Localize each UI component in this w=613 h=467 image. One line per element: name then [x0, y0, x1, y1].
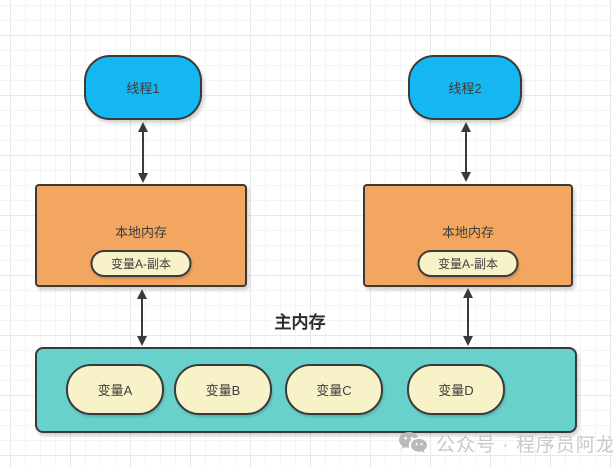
thread1-node: 线程1: [84, 55, 202, 120]
local-memory2-box: 本地内存 变量A-副本: [363, 184, 573, 287]
local-memory1-box: 本地内存 变量A-副本: [35, 184, 247, 287]
arrowhead-down-icon: [138, 173, 148, 183]
arrowhead-up-icon: [137, 289, 147, 299]
arrow-local2-main: [462, 288, 474, 346]
local-memory2-variable-copy: 变量A-副本: [417, 250, 519, 277]
watermark-text: 公众号 · 程序员阿龙: [436, 435, 613, 456]
arrowhead-down-icon: [461, 172, 471, 182]
variable-d-pill: 变量D: [407, 364, 505, 415]
arrowhead-up-icon: [461, 122, 471, 132]
variable-a-pill: 变量A: [66, 364, 164, 415]
variable-b-pill: 变量B: [174, 364, 272, 415]
arrow-local1-main: [136, 289, 148, 346]
arrow-thread1-local1: [137, 122, 149, 183]
thread2-label: 线程2: [448, 81, 482, 96]
main-memory-box: 变量A 变量B 变量C 变量D: [35, 347, 577, 433]
local-memory1-label: 本地内存: [114, 225, 167, 240]
wechat-icon: [398, 431, 428, 457]
local-memory2-label: 本地内存: [441, 225, 494, 240]
watermark: 公众号 · 程序员阿龙: [398, 430, 613, 457]
arrowhead-up-icon: [463, 288, 473, 298]
arrowhead-up-icon: [138, 122, 148, 132]
arrowhead-down-icon: [137, 336, 147, 346]
thread1-label: 线程1: [126, 81, 160, 96]
arrow-thread2-local2: [460, 122, 472, 182]
thread2-node: 线程2: [408, 55, 522, 120]
arrowhead-down-icon: [463, 336, 473, 346]
variable-c-pill: 变量C: [285, 364, 383, 415]
local-memory1-variable-copy: 变量A-副本: [90, 250, 192, 277]
main-memory-title: 主内存: [274, 313, 326, 332]
